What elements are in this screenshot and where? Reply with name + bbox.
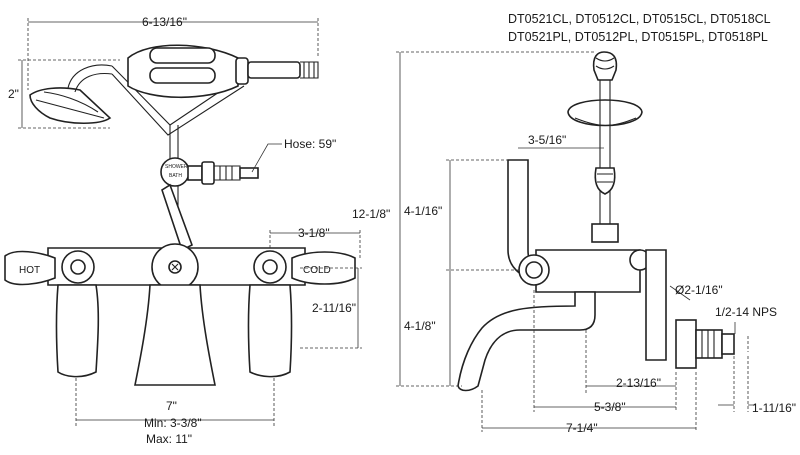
handshower-top-side — [592, 51, 618, 81]
dim-center-spacing: 7" — [166, 399, 177, 413]
dim-min-spacing: Min: 3-3/8" — [144, 416, 202, 430]
faucet-spout-front — [134, 284, 216, 386]
dim-overall-depth: 7-1/4" — [566, 421, 598, 435]
side-view: 12-1/8" 4-1/16" 4-1/8" 3-5/16" Ø2-1/16" … — [352, 51, 796, 435]
handshower-head-side — [567, 99, 643, 127]
cold-handle-lever — [291, 251, 356, 285]
hose-length-label: Hose: 59" — [284, 137, 336, 151]
model-list-line-2: DT0521PL, DT0512PL, DT0515PL, DT0518PL — [508, 30, 768, 44]
hot-handle-lever — [4, 250, 56, 286]
dim-supply-diameter: Ø2-1/16" — [675, 283, 723, 297]
handshower-head — [29, 87, 112, 125]
hot-label: HOT — [19, 265, 40, 276]
dim-spout-reach-b: 5-3/8" — [594, 400, 626, 414]
cold-label: COLD — [303, 265, 331, 276]
dim-spout-offset: 3-5/16" — [528, 133, 566, 147]
dim-handle-spacing: 3-1/8" — [298, 226, 330, 240]
hot-inlet — [55, 284, 100, 378]
dim-supply-length: 1-11/16" — [752, 401, 796, 415]
dim-total-height: 12-1/8" — [352, 207, 390, 221]
side-handle-plate — [645, 249, 667, 361]
dim-handshower-height: 2" — [8, 87, 19, 101]
model-list-line-1: DT0521CL, DT0512CL, DT0515CL, DT0518CL — [508, 12, 771, 26]
dim-inlet-height: 2-11/16" — [312, 301, 356, 315]
diverter-shower-label: SHOWER — [165, 164, 188, 170]
dim-upper-height: 4-1/16" — [404, 204, 442, 218]
dim-max-spacing: Max: 11" — [146, 432, 192, 446]
cold-inlet — [247, 284, 293, 378]
faucet-body-side — [535, 249, 641, 293]
diverter-dial — [160, 157, 190, 187]
dim-handshower-width: 6-13/16" — [142, 15, 187, 29]
dim-lower-height: 4-1/8" — [404, 319, 436, 333]
thread-spec: 1/2-14 NPS — [715, 305, 777, 319]
front-view: 6-13/16" 2" SHOWER BATH Hose: 59" HOT — [4, 15, 362, 446]
diverter-lever — [161, 183, 193, 252]
spout-side — [457, 291, 596, 392]
diverter-bath-label: BATH — [169, 173, 182, 179]
dim-spout-reach-a: 2-13/16" — [616, 376, 661, 390]
